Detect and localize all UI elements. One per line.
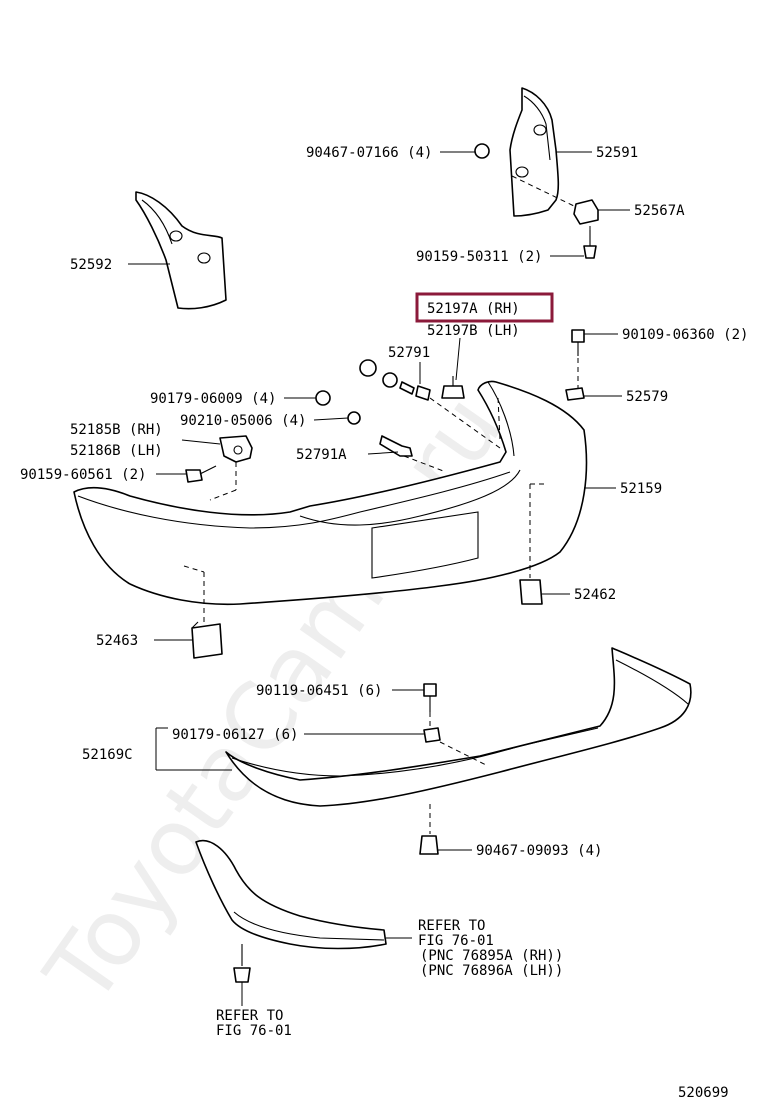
retainer-52791A[interactable] — [379, 435, 413, 457]
bolt-90467-07166[interactable] — [474, 143, 490, 159]
label-90179-06127[interactable]: 90179-06127 (6) — [172, 727, 298, 743]
mud-guard-52592[interactable] — [135, 191, 227, 310]
refer-bottom-line-2[interactable]: FIG 76-01 — [216, 1023, 292, 1039]
bolt-90467-09093[interactable] — [419, 835, 439, 855]
label-90159-50311[interactable]: 90159-50311 (2) — [416, 249, 542, 265]
label-52462[interactable]: 52462 — [574, 587, 616, 603]
nut-90179-06127[interactable] — [423, 727, 441, 743]
label-90159-60561[interactable]: 90159-60561 (2) — [20, 467, 146, 483]
label-52591[interactable]: 52591 — [596, 145, 638, 161]
pad-52463[interactable] — [191, 621, 223, 659]
label-52197B[interactable]: 52197B (LH) — [427, 323, 520, 339]
leader-lines — [128, 151, 630, 1006]
nut-90210-05006[interactable] — [347, 411, 361, 425]
label-52169C[interactable]: 52169C — [82, 747, 133, 763]
label-52159[interactable]: 52159 — [620, 481, 662, 497]
label-52592[interactable]: 52592 — [70, 257, 112, 273]
lower-bumper-52169C[interactable] — [225, 647, 692, 807]
dashed-guides — [183, 175, 591, 834]
pad-52462[interactable] — [519, 579, 543, 605]
clip-52567A[interactable] — [573, 199, 599, 225]
clip-52579[interactable] — [565, 387, 585, 401]
bolt-90109-06360[interactable] — [571, 329, 585, 356]
diagram-id: 520699 — [678, 1085, 729, 1101]
label-52791[interactable]: 52791 — [388, 345, 430, 361]
label-52185B[interactable]: 52185B (RH) — [70, 422, 163, 438]
mud-guard-52591[interactable] — [509, 87, 560, 217]
label-90467-07166[interactable]: 90467-07166 (4) — [306, 145, 432, 161]
refer-bottom-line-1: REFER TO — [216, 1008, 283, 1024]
label-52197A[interactable]: 52197A (RH) — [427, 301, 520, 317]
highlight-box — [415, 292, 554, 323]
bracket-52185B[interactable] — [219, 435, 253, 463]
side-spoiler-part[interactable] — [195, 839, 387, 950]
label-52463[interactable]: 52463 — [96, 633, 138, 649]
screw-90159-60561[interactable] — [185, 465, 217, 483]
screw-90159-50311[interactable] — [583, 230, 597, 259]
label-52186B[interactable]: 52186B (LH) — [70, 443, 163, 459]
bolt-90119-06451[interactable] — [423, 683, 437, 712]
refer-right-line-4: (PNC 76896A (LH)) — [420, 963, 563, 979]
retainer-52197A[interactable] — [441, 376, 465, 399]
bolt-bottom-refer[interactable] — [233, 944, 251, 983]
label-52567A[interactable]: 52567A — [634, 203, 685, 219]
label-90179-06009[interactable]: 90179-06009 (4) — [150, 391, 276, 407]
retainer-52791[interactable] — [359, 359, 431, 401]
label-90109-06360[interactable]: 90109-06360 (2) — [622, 327, 748, 343]
label-90119-06451[interactable]: 90119-06451 (6) — [256, 683, 382, 699]
bumper-cover-52159[interactable] — [73, 380, 588, 606]
refer-right-line-2[interactable]: FIG 76-01 — [418, 933, 494, 949]
label-90210-05006[interactable]: 90210-05006 (4) — [180, 413, 306, 429]
label-52579[interactable]: 52579 — [626, 389, 668, 405]
refer-right-line-1: REFER TO — [418, 918, 485, 934]
label-90467-09093[interactable]: 90467-09093 (4) — [476, 843, 602, 859]
nut-90179-06009[interactable] — [315, 390, 331, 406]
refer-right-line-3: (PNC 76895A (RH)) — [420, 948, 563, 964]
label-52791A[interactable]: 52791A — [296, 447, 347, 463]
